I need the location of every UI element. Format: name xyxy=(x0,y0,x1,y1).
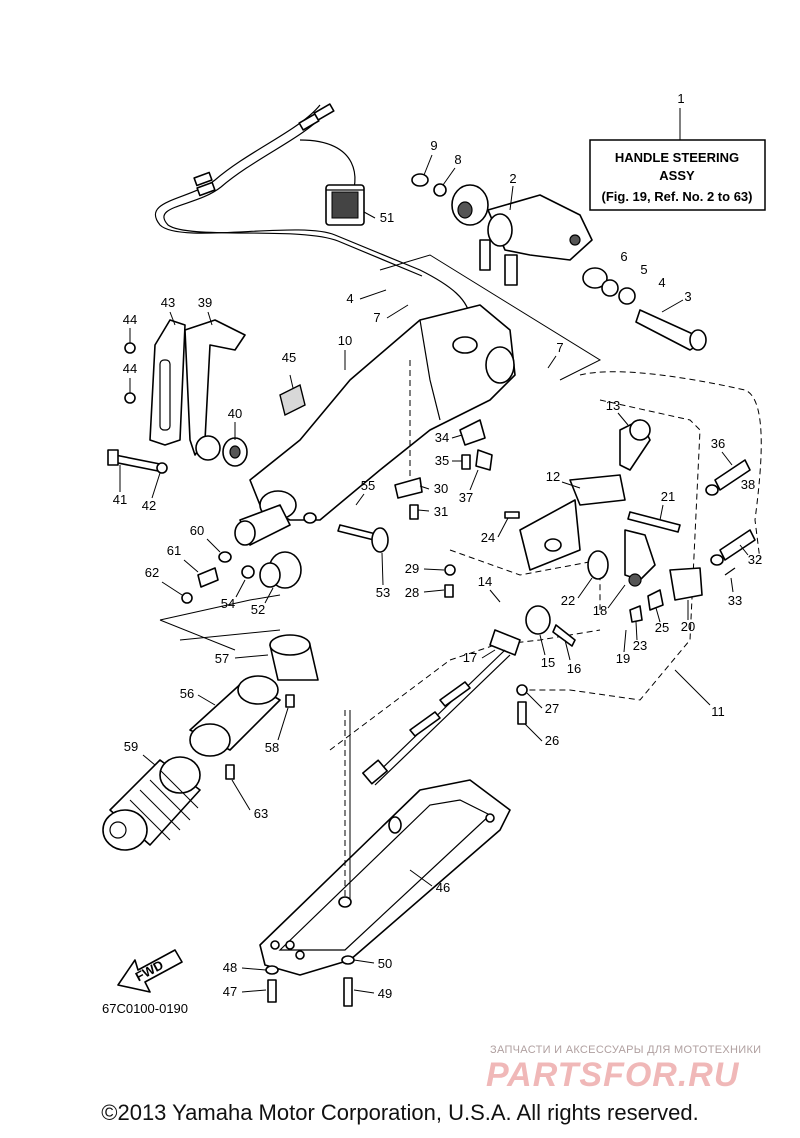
callout-7: 7 xyxy=(373,310,380,325)
callout-55: 55 xyxy=(361,478,375,493)
callout-52: 52 xyxy=(251,602,265,617)
callout-14: 14 xyxy=(478,574,492,589)
fasteners-center xyxy=(394,419,493,520)
callout-27: 27 xyxy=(545,701,559,716)
bottom-plate xyxy=(259,710,511,1007)
callout-11: 11 xyxy=(711,704,725,719)
callout-59: 59 xyxy=(124,739,138,754)
callout-42: 42 xyxy=(142,498,156,513)
pivot-bracket xyxy=(411,173,707,351)
callout-46: 46 xyxy=(436,880,450,895)
callout-7b: 7 xyxy=(556,340,563,355)
callout-45: 45 xyxy=(282,350,296,365)
callout-15: 15 xyxy=(541,655,555,670)
callout-44: 44 xyxy=(123,312,137,327)
callout-31: 31 xyxy=(434,504,448,519)
callout-34: 34 xyxy=(435,430,449,445)
callout-47: 47 xyxy=(223,984,237,999)
callout-41: 41 xyxy=(113,492,127,507)
callout-43: 43 xyxy=(161,295,175,310)
callout-17: 17 xyxy=(463,650,477,665)
callout-2: 2 xyxy=(509,171,516,186)
title-line-2: ASSY xyxy=(659,168,695,183)
callout-56: 56 xyxy=(180,686,194,701)
title-line-3: (Fig. 19, Ref. No. 2 to 63) xyxy=(602,189,753,204)
fwd-arrow-icon: FWD xyxy=(117,949,183,993)
diagram-code: 67C0100-0190 xyxy=(102,1001,189,1016)
throttle-cables xyxy=(154,103,471,321)
callout-57: 57 xyxy=(215,651,229,666)
callout-26: 26 xyxy=(545,733,559,748)
callout-49: 49 xyxy=(378,986,392,1001)
callout-38: 38 xyxy=(741,477,755,492)
callout-5: 5 xyxy=(640,262,647,277)
callout-3: 3 xyxy=(684,289,691,304)
callout-10: 10 xyxy=(338,333,352,348)
decal-45 xyxy=(279,374,306,417)
callout-48: 48 xyxy=(223,960,237,975)
throttle-linkage xyxy=(337,419,756,786)
callout-51: 51 xyxy=(380,210,394,225)
callout-19: 19 xyxy=(616,651,630,666)
steering-handle-body xyxy=(234,304,516,546)
callout-12: 12 xyxy=(546,469,560,484)
callout-62: 62 xyxy=(145,565,159,580)
throttle-assembly xyxy=(102,551,319,851)
callout-labels: 1 2 3 4 4 5 6 7 7 8 9 10 11 12 13 14 15 … xyxy=(113,91,762,1001)
callout-29: 29 xyxy=(405,561,419,576)
callout-13: 13 xyxy=(606,398,620,413)
callout-28: 28 xyxy=(405,585,419,600)
callout-9: 9 xyxy=(430,138,437,153)
callout-40: 40 xyxy=(228,406,242,421)
callout-39: 39 xyxy=(198,295,212,310)
copyright-notice: ©2013 Yamaha Motor Corporation, U.S.A. A… xyxy=(101,1100,699,1125)
callout-4b: 4 xyxy=(346,291,353,306)
callout-16: 16 xyxy=(567,661,581,676)
callout-61: 61 xyxy=(167,543,181,558)
title-box: HANDLE STEERING ASSY (Fig. 19, Ref. No. … xyxy=(589,108,766,211)
callout-24: 24 xyxy=(481,530,495,545)
callout-18: 18 xyxy=(593,603,607,618)
friction-bracket xyxy=(107,319,248,474)
callout-36: 36 xyxy=(711,436,725,451)
callout-35: 35 xyxy=(435,453,449,468)
callout-6: 6 xyxy=(620,249,627,264)
callout-44b: 44 xyxy=(123,361,137,376)
callout-21: 21 xyxy=(661,489,675,504)
callout-20: 20 xyxy=(681,619,695,634)
callout-50: 50 xyxy=(378,956,392,971)
watermark-logo: PARTSFOR.RU xyxy=(486,1056,740,1094)
callout-4: 4 xyxy=(658,275,665,290)
title-line-1: HANDLE STEERING xyxy=(615,150,739,165)
callout-22: 22 xyxy=(561,593,575,608)
callout-37: 37 xyxy=(459,490,473,505)
callout-54: 54 xyxy=(221,596,235,611)
callout-8: 8 xyxy=(454,152,461,167)
callout-60: 60 xyxy=(190,523,204,538)
callout-33: 33 xyxy=(728,593,742,608)
watermark-caption: ЗАПЧАСТИ И АКСЕССУАРЫ ДЛЯ МОТОТЕХНИКИ xyxy=(490,1044,762,1056)
callout-53: 53 xyxy=(376,585,390,600)
callout-23: 23 xyxy=(633,638,647,653)
callout-58: 58 xyxy=(265,740,279,755)
callout-63: 63 xyxy=(254,806,268,821)
callout-25: 25 xyxy=(655,620,669,635)
callout-30: 30 xyxy=(434,481,448,496)
callout-1: 1 xyxy=(677,91,684,106)
callout-32: 32 xyxy=(748,552,762,567)
